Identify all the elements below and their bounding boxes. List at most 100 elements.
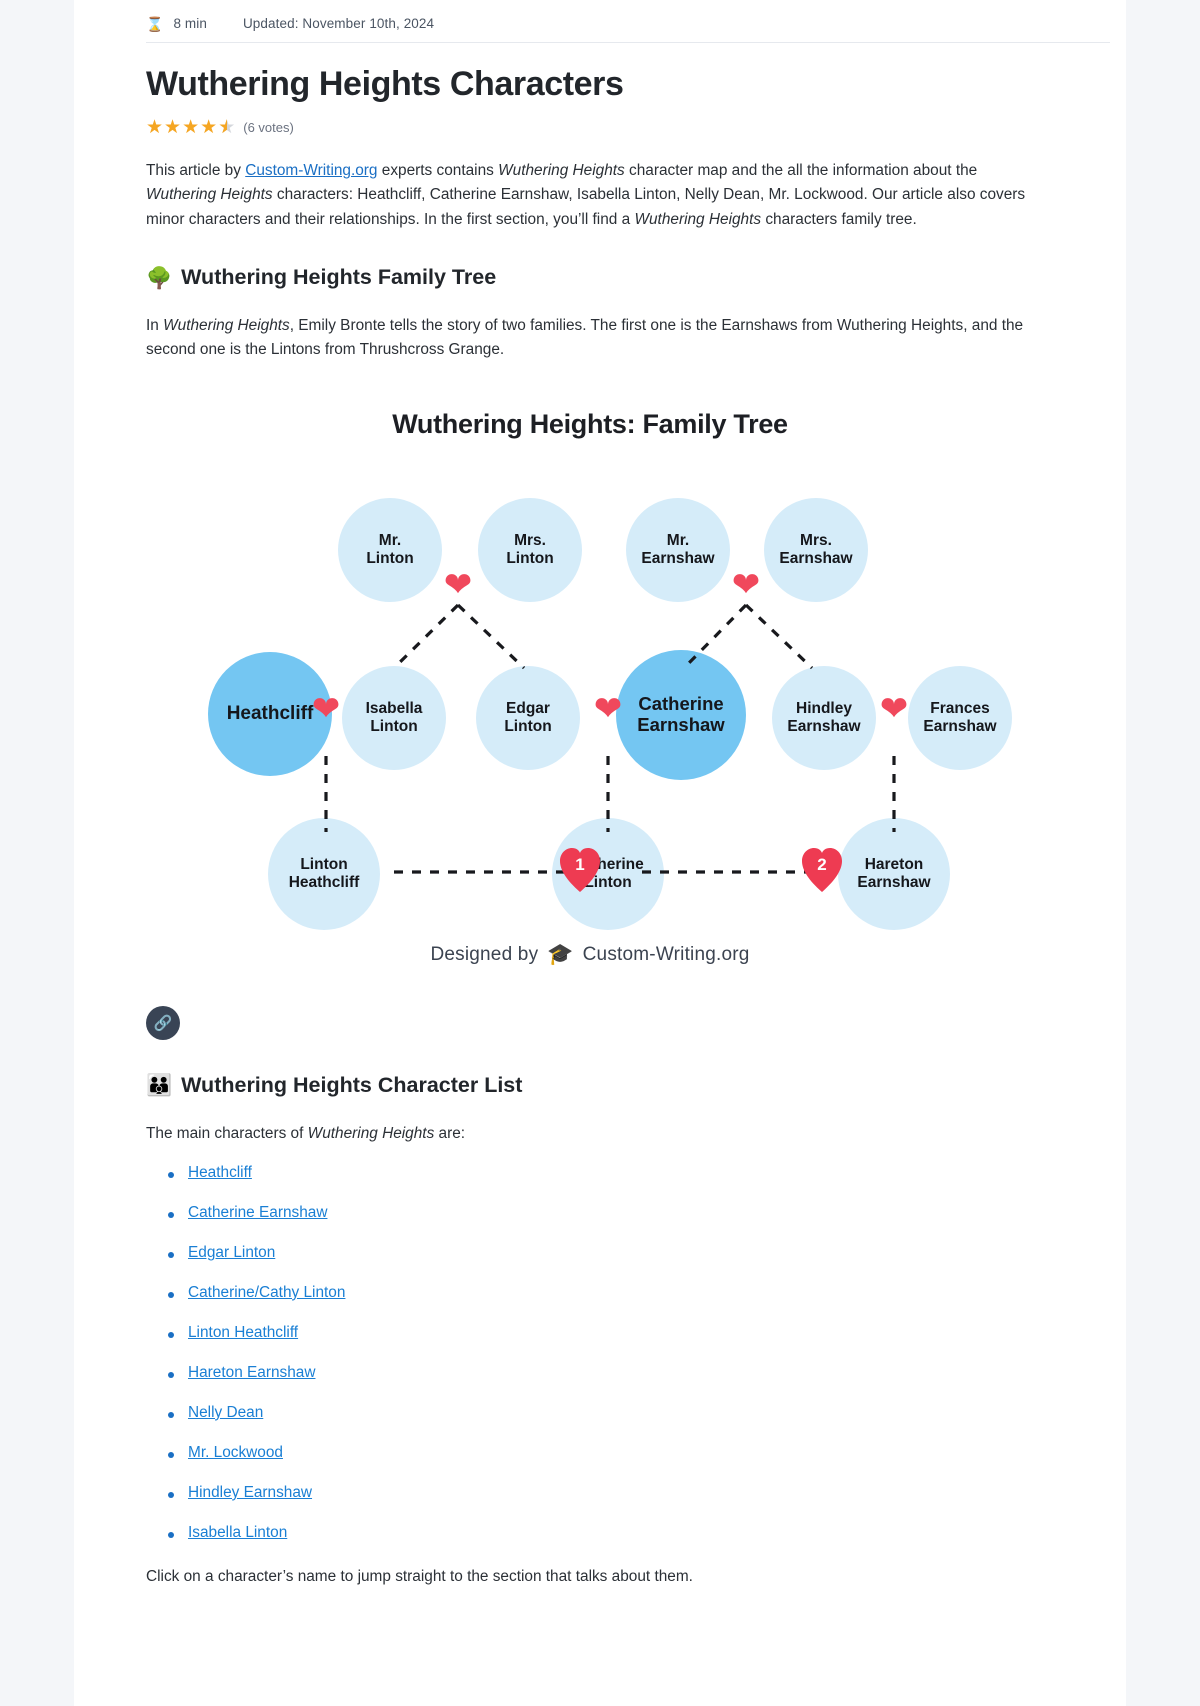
list-item: Isabella Linton	[168, 1524, 746, 1542]
character-list-closing: Click on a character’s name to jump stra…	[146, 1567, 693, 1585]
character-link-nelly-dean[interactable]: Nelly Dean	[188, 1403, 264, 1421]
lead-em: Wuthering Heights	[307, 1124, 435, 1142]
character-list-lead: The main characters of Wuthering Heights…	[146, 1122, 1036, 1146]
bottom-spacer	[74, 1586, 1126, 1706]
left-gutter	[0, 0, 74, 1706]
character-link-catherine-earnshaw[interactable]: Catherine Earnshaw	[188, 1203, 328, 1221]
marriage-heart-icon: ❤	[879, 689, 909, 728]
intro-paragraph: This article by Custom-Writing.org exper…	[146, 159, 1036, 232]
tree-node-label: Mr. Earnshaw	[641, 532, 715, 567]
tree-node-label: Catherine Earnshaw	[637, 692, 725, 735]
character-list-heading-text: Wuthering Heights Character List	[181, 1072, 523, 1097]
intro-part-1: This article by	[146, 162, 246, 180]
vote-count: (6 votes)	[243, 120, 294, 136]
lead-part-1: The main characters of	[146, 1124, 308, 1142]
intro-em-1: Wuthering Heights	[498, 162, 625, 180]
character-link-list: Heathcliff Catherine Earnshaw Edgar Lint…	[146, 1164, 746, 1542]
family-tree-diagram: Mr. Linton Mrs. Linton Mr. Earnshaw Mrs.…	[146, 440, 1034, 940]
character-link-catherine-cathy-linton[interactable]: Catherine/Cathy Linton	[188, 1283, 346, 1301]
character-link-heathcliff[interactable]: Heathcliff	[188, 1163, 252, 1181]
character-link-linton-heathcliff[interactable]: Linton Heathcliff	[188, 1323, 299, 1341]
intro-part-3: character map and the all the informatio…	[624, 162, 978, 180]
tree-node-mrs-linton[interactable]: Mrs. Linton	[478, 497, 582, 602]
intro-part-5: characters family tree.	[761, 210, 917, 228]
heart-badge-icon	[802, 847, 842, 892]
marriage-badge-2-number: 2	[817, 854, 827, 874]
family-tree-heading: 🌳 Wuthering Heights Family Tree	[146, 264, 1126, 292]
list-item: Nelly Dean	[168, 1404, 746, 1422]
marriage-badge-1-number: 1	[575, 854, 585, 874]
intro-em-3: Wuthering Heights	[634, 210, 762, 228]
marriage-heart-icon: ❤	[443, 565, 473, 604]
tree-node-hindley-earnshaw[interactable]: Hindley Earnshaw	[772, 665, 876, 770]
list-item: Heathcliff	[168, 1164, 746, 1182]
tree-node-catherine-earnshaw[interactable]: Catherine Earnshaw	[616, 649, 746, 780]
custom-writing-link[interactable]: Custom-Writing.org	[245, 162, 378, 180]
page-title: Wuthering Heights Characters	[146, 65, 624, 103]
character-link-mr-lockwood[interactable]: Mr. Lockwood	[188, 1443, 283, 1461]
tree-node-label: Mr. Linton	[366, 532, 414, 567]
tree-node-hareton-earnshaw[interactable]: Hareton Earnshaw	[838, 817, 950, 930]
marriage-badge-1-wrap: 1	[558, 846, 602, 894]
article-meta: ⌛ 8 min Updated: November 10th, 2024	[146, 0, 1110, 43]
character-link-hareton-earnshaw[interactable]: Hareton Earnshaw	[188, 1363, 316, 1381]
rating[interactable]: ★ ★ ★ ★ ★ (6 votes)	[146, 118, 1126, 137]
family-tree-infographic[interactable]: Wuthering Heights: Family Tree	[146, 392, 1034, 992]
tree-node-label: Hindley Earnshaw	[787, 700, 861, 735]
tree-node-mr-earnshaw[interactable]: Mr. Earnshaw	[626, 497, 730, 602]
credit-brand: Custom-Writing.org	[582, 943, 750, 965]
tree-node-frances-earnshaw[interactable]: Frances Earnshaw	[908, 665, 1012, 770]
marriage-badge-2-wrap: 2	[800, 846, 844, 894]
tree-node-label: Linton Heathcliff	[288, 856, 360, 891]
list-item: Catherine/Cathy Linton	[168, 1284, 746, 1302]
infographic-credit: Designed by 🎓 Custom-Writing.org	[146, 940, 1034, 992]
star-icon[interactable]: ★	[146, 117, 164, 139]
tree-node-heathcliff[interactable]: Heathcliff	[208, 651, 332, 776]
tree-node-linton-heathcliff[interactable]: Linton Heathcliff	[268, 817, 380, 930]
family-icon: 👪	[146, 1074, 173, 1098]
deciduous-tree-icon: 🌳	[146, 266, 173, 290]
lead-part-2: are:	[434, 1124, 466, 1142]
graduation-cap-pen-icon: 🎓	[547, 943, 574, 967]
updated-date: Updated: November 10th, 2024	[242, 16, 435, 31]
star-icon[interactable]: ★	[182, 117, 200, 139]
tree-node-mr-linton[interactable]: Mr. Linton	[338, 497, 442, 602]
list-item: Hareton Earnshaw	[168, 1364, 746, 1382]
ftp-em: Wuthering Heights	[163, 317, 290, 335]
character-link-edgar-linton[interactable]: Edgar Linton	[188, 1243, 276, 1261]
family-tree-heading-text: Wuthering Heights Family Tree	[181, 265, 497, 290]
tree-node-label: Frances Earnshaw	[923, 700, 997, 735]
intro-em-2: Wuthering Heights	[146, 186, 273, 204]
intro-part-2: experts contains	[377, 162, 499, 180]
character-link-isabella-linton[interactable]: Isabella Linton	[188, 1523, 288, 1541]
hourglass-icon: ⌛	[146, 15, 164, 32]
tree-node-mrs-earnshaw[interactable]: Mrs. Earnshaw	[764, 497, 868, 602]
intro-part-4: characters: Heathcliff, Catherine Earnsh…	[146, 186, 1026, 228]
star-rating[interactable]: ★ ★ ★ ★ ★	[146, 118, 235, 137]
tree-node-label: Edgar Linton	[504, 700, 552, 735]
list-item: Edgar Linton	[168, 1244, 746, 1262]
star-icon[interactable]: ★	[200, 117, 218, 139]
star-icon[interactable]: ★	[164, 117, 182, 139]
copy-link-button[interactable]: 🔗	[146, 1005, 180, 1040]
tree-node-edgar-linton[interactable]: Edgar Linton	[476, 665, 580, 770]
link-icon: 🔗	[153, 1014, 173, 1032]
tree-node-label: Heathcliff	[226, 703, 314, 725]
tree-connector-lines	[324, 603, 896, 874]
heart-badge-icon	[560, 847, 600, 892]
star-half-icon[interactable]: ★	[218, 118, 235, 137]
character-link-hindley-earnshaw[interactable]: Hindley Earnshaw	[188, 1483, 313, 1501]
credit-prefix: Designed by	[430, 943, 539, 965]
family-tree-paragraph: In Wuthering Heights, Emily Bronte tells…	[146, 314, 1036, 363]
article-card: ⌛ 8 min Updated: November 10th, 2024 Wut…	[74, 0, 1126, 1706]
character-list-heading: 👪 Wuthering Heights Character List	[146, 1072, 1126, 1100]
tree-node-isabella-linton[interactable]: Isabella Linton	[342, 665, 446, 770]
infographic-title: Wuthering Heights: Family Tree	[392, 408, 788, 439]
ftp-part-2: , Emily Bronte tells the story of two fa…	[146, 317, 1024, 359]
list-item: Hindley Earnshaw	[168, 1484, 746, 1502]
marriage-heart-icon: ❤	[593, 689, 623, 728]
tree-node-label: Mrs. Earnshaw	[779, 532, 853, 567]
list-item: Catherine Earnshaw	[168, 1204, 746, 1222]
tree-node-label: Hareton Earnshaw	[857, 856, 931, 891]
